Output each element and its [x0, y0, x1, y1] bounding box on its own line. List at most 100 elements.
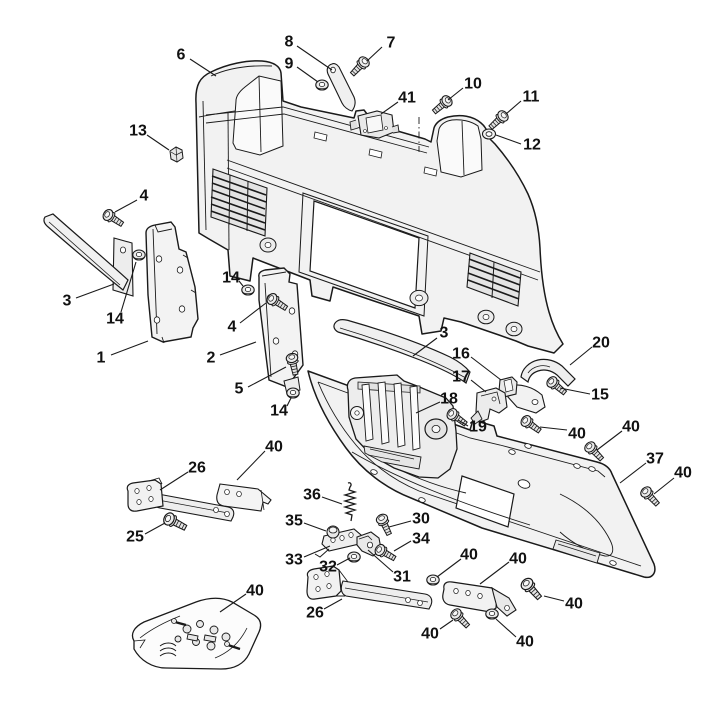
- mounting-bosses: [259, 237, 523, 337]
- part-26-strap-lower: [306, 565, 433, 610]
- callout-leader-36: [321, 496, 343, 505]
- part-26-bracket-upper: [126, 477, 272, 522]
- part-14-nut-bottom: [286, 387, 300, 399]
- callout-label-30: 30: [412, 511, 430, 528]
- callout-leader-40: [479, 561, 510, 585]
- callout-label-32: 32: [319, 559, 337, 576]
- part-40-nut-b: [485, 608, 499, 620]
- part-35-cap-nut: [326, 525, 340, 539]
- callout-leader-40: [543, 595, 565, 602]
- callout-leader-5: [247, 366, 287, 388]
- callout-leader-1: [110, 340, 149, 356]
- callout-leader-10: [447, 87, 464, 101]
- part-14-nut-left: [132, 249, 146, 261]
- callout-label-40: 40: [265, 439, 283, 456]
- callout-label-15: 15: [591, 387, 609, 404]
- part-40-hardware-bag: [131, 597, 262, 670]
- callout-leader-2: [219, 341, 257, 356]
- callout-label-40: 40: [460, 547, 478, 564]
- part-14-nut-middle: [241, 284, 255, 296]
- callout-leader-15: [559, 387, 591, 395]
- callout-label-35: 35: [285, 513, 303, 530]
- callout-label-40: 40: [509, 551, 527, 568]
- callout-leader-40: [219, 593, 247, 613]
- callout-label-3: 3: [63, 293, 72, 310]
- callout-leader-19: [457, 419, 469, 427]
- callout-leader-14: [286, 397, 292, 407]
- callout-leader-17: [470, 379, 487, 393]
- callout-label-26: 26: [188, 460, 206, 477]
- callout-leader-18: [415, 401, 441, 414]
- part-12-washer: [481, 128, 497, 140]
- callout-leader-40: [439, 619, 454, 630]
- part-17-latch-piece: [470, 387, 508, 425]
- callout-leader-6: [189, 58, 217, 77]
- callout-leader-41: [380, 101, 399, 115]
- callout-leader-14: [238, 280, 244, 287]
- callout-leader-40: [596, 430, 623, 451]
- callout-label-40: 40: [516, 634, 534, 651]
- callout-leader-37: [619, 462, 647, 484]
- callout-label-7: 7: [387, 35, 396, 52]
- callout-leader-35: [303, 522, 327, 532]
- callout-label-11: 11: [523, 89, 540, 106]
- left-vent-grille: [210, 168, 268, 237]
- callout-label-40: 40: [622, 419, 640, 436]
- callout-label-13: 13: [129, 123, 147, 140]
- callout-label-4: 4: [140, 188, 149, 205]
- callout-label-2: 2: [207, 350, 216, 367]
- callout-label-6: 6: [177, 47, 186, 64]
- callout-label-37: 37: [646, 451, 664, 468]
- callout-label-17: 17: [452, 369, 470, 386]
- callout-leader-7: [366, 46, 383, 62]
- part-bracket-bottom-right: [442, 581, 517, 617]
- callout-leader-33: [303, 545, 331, 558]
- callout-label-9: 9: [285, 56, 294, 73]
- callout-label-40: 40: [421, 626, 439, 643]
- callout-label-16: 16: [452, 346, 470, 363]
- part-20-handle-bracket: [520, 358, 576, 387]
- callout-leader-20: [569, 346, 593, 366]
- callout-label-20: 20: [592, 335, 610, 352]
- callout-leader-11: [505, 100, 522, 115]
- callout-leader-34: [393, 540, 412, 552]
- callout-label-14: 14: [222, 270, 240, 287]
- part-36-spring: [342, 482, 358, 522]
- right-vent-grille: [466, 252, 522, 307]
- callout-label-25: 25: [126, 529, 144, 546]
- callout-leader-25: [144, 522, 166, 535]
- callout-leader-8: [296, 45, 333, 71]
- callout-leader-13: [146, 134, 170, 151]
- callout-label-5: 5: [235, 381, 244, 398]
- callout-label-26: 26: [306, 605, 324, 622]
- part-1-bracket-plate: [145, 221, 199, 344]
- callout-leader-3: [412, 337, 438, 357]
- callout-label-31: 31: [393, 569, 411, 586]
- part-6-rear-panel: [195, 60, 564, 354]
- callout-label-19: 19: [469, 419, 487, 436]
- callout-leader-3: [75, 283, 115, 299]
- part-40-flat-plate: [216, 483, 272, 512]
- callout-label-10: 10: [464, 76, 482, 93]
- callout-leader-30: [388, 520, 412, 528]
- callout-label-8: 8: [285, 34, 294, 51]
- callout-leader-31: [367, 549, 394, 573]
- callout-leader-32: [336, 557, 351, 566]
- callout-label-14: 14: [106, 311, 124, 328]
- callout-label-40: 40: [565, 596, 583, 613]
- callout-label-36: 36: [303, 487, 321, 504]
- callout-leader-26: [323, 598, 343, 610]
- part-13-clip: [169, 146, 184, 163]
- callout-leader-26: [159, 471, 189, 491]
- part-18-latch-plate-assembly: [346, 374, 458, 479]
- callout-label-41: 41: [398, 90, 416, 107]
- callout-label-40: 40: [246, 583, 264, 600]
- callout-leader-4: [114, 199, 138, 213]
- callout-leader-40: [495, 618, 517, 638]
- callout-label-40: 40: [674, 465, 692, 482]
- callout-leader-12: [495, 134, 522, 145]
